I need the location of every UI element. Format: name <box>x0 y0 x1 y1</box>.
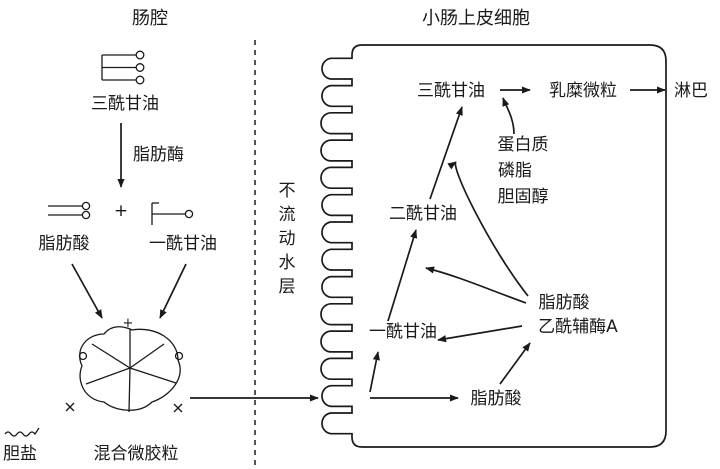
bile-salt-label: 胆盐 <box>3 444 37 464</box>
unstirred-layer-char: 流 <box>279 205 296 225</box>
mixed-micelle-label: 混合微胶粒 <box>94 444 179 464</box>
unstirred-layer-label: 不 流 动 水 层 <box>279 181 296 297</box>
fatty-acid-coa-label-2: 乙酰辅酶A <box>538 317 618 337</box>
arrow-monoglyceride-to-diglyceride <box>387 229 418 322</box>
fatty-acid-coa-label-1: 脂肪酸 <box>539 293 590 313</box>
unstirred-layer-char: 动 <box>279 229 296 249</box>
lumen-monoglyceride-label: 一酰甘油 <box>149 234 217 254</box>
bile-salt-icon <box>4 427 40 437</box>
arrow-monoglyceride-to-micelle <box>159 263 187 319</box>
unstirred-layer-char: 层 <box>279 277 296 297</box>
fatty-acid-icon <box>48 201 91 220</box>
epithelial-cell-outline <box>320 44 667 448</box>
cell-diglyceride-label: 二酰甘油 <box>389 204 457 224</box>
arrow-coa-to-monoglyceride <box>437 325 523 343</box>
unstirred-layer-char: 不 <box>279 181 296 201</box>
monoglyceride-icon <box>151 202 194 225</box>
arrow-coa-to-triglyceride <box>447 161 529 297</box>
cell-monoglyceride-label: 一酰甘油 <box>369 322 437 342</box>
epithelium-header: 小肠上皮细胞 <box>422 8 530 29</box>
cell-fatty-acid-label: 脂肪酸 <box>471 389 522 409</box>
triglyceride-icon <box>101 50 145 85</box>
arrow-diglyceride-to-triglyceride <box>429 106 463 200</box>
additive-protein: 蛋白质 <box>498 135 549 155</box>
arrow-fatty-acid-to-coa <box>499 342 531 385</box>
lumen-fatty-acid-label: 脂肪酸 <box>39 234 90 254</box>
arrow-coa-to-diglyceride <box>425 266 527 304</box>
additive-phospholipid: 磷脂 <box>498 161 532 181</box>
lumen-header: 肠腔 <box>132 8 168 29</box>
lipase-label: 脂肪酶 <box>133 145 184 165</box>
lumen-triglyceride-label: 三酰甘油 <box>91 94 159 114</box>
additive-cholesterol: 胆固醇 <box>498 187 549 207</box>
lymph-label: 淋巴 <box>674 81 708 101</box>
cell-triglyceride-label: 三酰甘油 <box>417 81 485 101</box>
plus-sign: + <box>114 201 128 221</box>
mixed-micelle-icon: + <box>65 316 184 413</box>
svg-text:+: + <box>123 316 134 331</box>
chylomicron-label: 乳糜微粒 <box>549 81 617 101</box>
arrow-fatty-acid-to-micelle <box>71 263 103 319</box>
arrow-entry-to-monoglyceride <box>369 351 380 393</box>
unstirred-layer-char: 水 <box>279 253 296 273</box>
arrow-additives-to-junction <box>502 97 515 135</box>
